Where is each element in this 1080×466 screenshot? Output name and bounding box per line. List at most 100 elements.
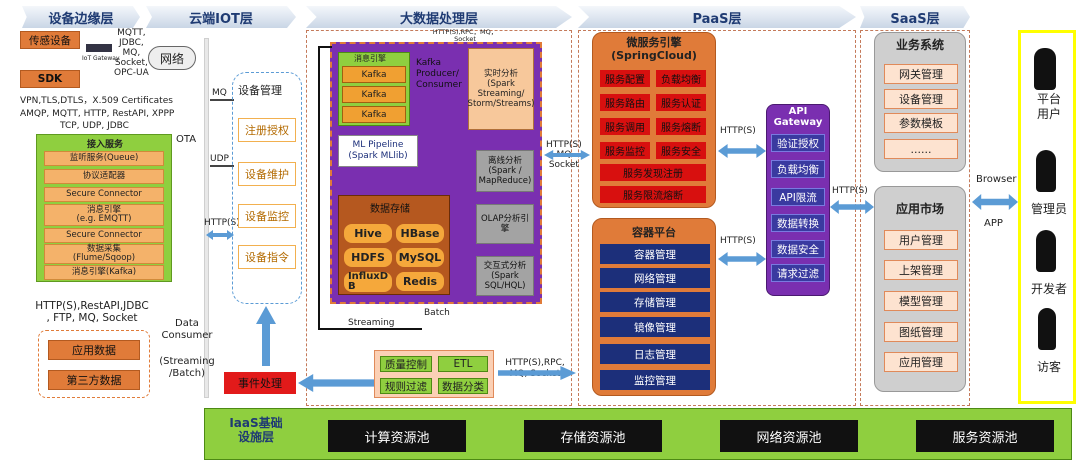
market-model-mgmt: 模型管理 <box>884 291 958 311</box>
udp-label: UDP <box>210 154 229 164</box>
saas-user-arrow <box>972 194 1018 210</box>
saas-column <box>860 30 970 406</box>
access-item-listener: 监听服务(Queue) <box>44 151 164 166</box>
device-maintain: 设备维护 <box>238 162 296 186</box>
db-hdfs: HDFS <box>344 248 392 267</box>
bottom-protocols: HTTP(S),RestAPI,JDBC , FTP, MQ, Socket <box>35 300 149 324</box>
gw-data-transform: 数据转换 <box>771 214 825 232</box>
storage-pool: 存储资源池 <box>524 420 662 452</box>
visitor-icon <box>1038 308 1056 350</box>
event-up-arrow <box>256 306 276 366</box>
svc-discovery: 服务发现注册 <box>600 164 706 181</box>
app-label: APP <box>984 218 1003 229</box>
admin-icon <box>1036 150 1056 192</box>
app-market-title: 应用市场 <box>895 202 944 216</box>
data-source-group <box>38 330 150 398</box>
kafka-3: Kafka <box>342 106 406 123</box>
market-listing-mgmt: 上架管理 <box>884 260 958 280</box>
storage-mgmt: 存储管理 <box>600 292 710 312</box>
etl: ETL <box>438 356 488 372</box>
svc-rate-limit: 服务限流熔断 <box>600 186 706 203</box>
rule-filter: 规则过滤 <box>380 378 432 394</box>
svc-routing: 服务路由 <box>600 94 650 111</box>
batch-label: Batch <box>424 308 450 318</box>
biz-more: ...... <box>884 139 958 159</box>
network-cloud-icon: 网络 <box>148 46 196 70</box>
svc-load-balance: 负载均衡 <box>656 70 706 87</box>
svc-config: 服务配置 <box>600 70 650 87</box>
bigdata-paas-arrow <box>544 150 590 160</box>
service-pool: 服务资源池 <box>916 420 1054 452</box>
container-gw-https-label: HTTP(S) <box>720 236 756 246</box>
register-auth: 注册授权 <box>238 118 296 142</box>
gw-rate-limit: API限流 <box>771 188 825 206</box>
interactive-analysis: 交互式分析 (Spark SQL/HQL) <box>476 256 534 296</box>
paas-column <box>578 30 856 406</box>
mq-arrow <box>210 99 234 101</box>
db-redis: Redis <box>396 272 444 291</box>
data-consumer-label: Data Consumer <box>161 318 213 341</box>
user-developer: 开发者 <box>1030 282 1067 296</box>
developer-icon <box>1036 230 1056 272</box>
data-storage-title: 数据存储 <box>370 204 410 215</box>
ml-pipeline: ML Pipeline (Spark MLlib) <box>338 135 418 167</box>
bigdata-column <box>306 30 572 406</box>
log-mgmt: 日志管理 <box>600 344 710 364</box>
security-line-2: AMQP, MQTT, HTTP, RestAPI, XPPP <box>20 109 175 119</box>
bottom-mq-socket: HTTP(S),RPC, MQ, Socket <box>505 358 565 379</box>
micro-service-title: 微服务引擎 (SpringCloud) <box>611 36 697 62</box>
bigdata-layer-header: 大数据处理层 <box>306 6 572 28</box>
sdk-box: SDK <box>20 70 80 88</box>
user-platform: 平台 用户 <box>1036 92 1061 121</box>
biz-param-template: 参数模板 <box>884 113 958 133</box>
db-hive: Hive <box>344 224 392 243</box>
olap-engine: OLAP分析引 擎 <box>476 204 534 244</box>
app-data: 应用数据 <box>48 340 140 360</box>
third-party-data: 第三方数据 <box>48 370 140 390</box>
paas-layer-header: PaaS层 <box>578 6 856 28</box>
svc-monitor: 服务监控 <box>600 142 650 159</box>
saas-layer-header: SaaS层 <box>860 6 970 28</box>
kafka-1: Kafka <box>342 66 406 83</box>
user-visitor: 访客 <box>1036 360 1061 374</box>
gw-request-filter: 请求过滤 <box>771 264 825 282</box>
container-mgmt: 容器管理 <box>600 244 710 264</box>
browser-label: Browser <box>976 174 1017 185</box>
biz-gateway-mgmt: 网关管理 <box>884 64 958 84</box>
kafka-2: Kafka <box>342 86 406 103</box>
market-user-mgmt: 用户管理 <box>884 230 958 250</box>
ota-label: OTA <box>176 134 197 145</box>
iot-entry-bar <box>204 38 209 398</box>
https-iot-arrow <box>206 230 234 240</box>
network-label: 网络 <box>159 51 184 66</box>
edge-layer-header: 设备边缘层 <box>22 6 140 28</box>
device-management-title: 设备管理 <box>238 84 282 97</box>
db-hbase: HBase <box>396 224 444 243</box>
event-processing: 事件处理 <box>224 372 296 394</box>
svc-circuit: 服务熔断 <box>656 118 706 135</box>
gw-saas-https-label: HTTP(S) <box>832 186 868 196</box>
platform-user-icon <box>1034 48 1056 90</box>
biz-system-title: 业务系统 <box>895 38 944 52</box>
streaming-line <box>318 46 320 330</box>
network-pool: 网络资源池 <box>720 420 858 452</box>
realtime-analysis: 实时分析 (Spark Streaming/ Storm/Streams) <box>468 48 534 130</box>
svc-auth: 服务认证 <box>656 94 706 111</box>
market-app-mgmt: 应用管理 <box>884 352 958 372</box>
data-classify: 数据分类 <box>438 378 488 394</box>
security-line-1: VPN,TLS,DTLS，X.509 Certificates <box>20 96 173 106</box>
iot-layer-header: 云端IOT层 <box>146 6 296 28</box>
sensor-device: 传感设备 <box>20 31 80 49</box>
https-iot-label: HTTP(S) <box>204 218 240 228</box>
iaas-title: IaaS基础 设施层 <box>229 416 283 444</box>
device-management-panel <box>232 72 302 304</box>
access-item-secure-connector-2: Secure Connector <box>44 228 164 243</box>
user-admin: 管理员 <box>1030 202 1067 216</box>
access-item-data-collect: 数据采集 (Flume/Sqoop) <box>44 244 164 264</box>
image-mgmt: 镜像管理 <box>600 317 710 337</box>
svc-invoke: 服务调用 <box>600 118 650 135</box>
security-line-3: TCP, UDP, JDBC <box>60 121 129 131</box>
device-command: 设备指令 <box>238 245 296 269</box>
access-service-title: 接入服务 <box>86 139 123 150</box>
iot-gateway-label: IoT Gateway <box>82 55 120 62</box>
